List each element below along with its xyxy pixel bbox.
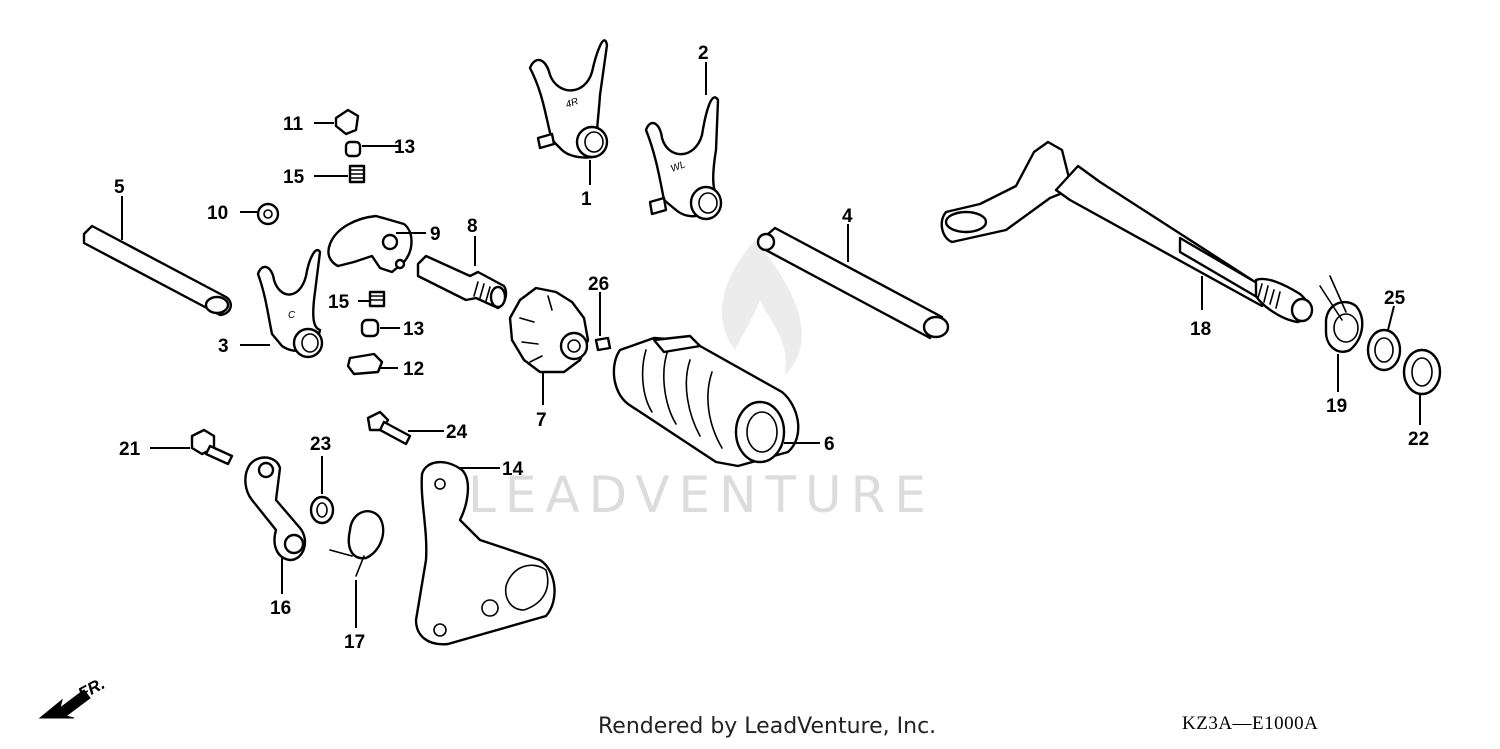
callout-6: 6 [824,434,835,455]
part-23-washer [309,495,335,525]
callout-14: 14 [502,459,524,480]
part-18-gearshift-spindle [940,140,1314,324]
callout-18: 18 [1190,319,1211,340]
part-2-shift-fork: WL [644,96,723,221]
part-21-bolt [190,428,234,466]
watermark-text: LEADVENTURE [468,466,935,524]
part-14-guide-plate [414,461,556,646]
part-26-dowel-pin [594,336,612,352]
callout-1: 1 [581,189,592,210]
part-13-collar-lower [360,318,380,338]
part-1-shift-fork: 4R [528,39,609,159]
leader-lines [121,62,1421,628]
part-3-shift-fork: C [256,249,324,359]
part-24-bolt [366,410,412,446]
callout-13-upper: 13 [394,137,415,158]
callout-8: 8 [467,216,478,237]
callout-19: 19 [1326,396,1347,417]
callout-22: 22 [1408,429,1429,450]
callout-16: 16 [270,598,291,619]
footer-credit: Rendered by LeadVenture, Inc. [598,714,937,739]
front-direction-indicator: FR. [38,674,108,719]
part-7-star-plate [508,286,590,374]
part-15-spring-upper [348,164,366,184]
part-19-return-spring [1319,275,1364,353]
part-17-spring [329,510,385,577]
part-9-stopper-plate [327,214,413,274]
part-25-collar [1366,328,1402,372]
watermark: LEADVENTURE [468,240,935,524]
callout-7: 7 [536,410,547,431]
callout-26: 26 [588,274,609,295]
callout-5: 5 [114,177,125,198]
part-22-washer [1402,348,1442,396]
callout-labels: 1 2 3 4 5 6 7 8 9 10 11 12 13 13 14 15 1… [114,43,1429,653]
fork-2-marking: WL [669,159,687,174]
callout-11: 11 [283,114,304,135]
callout-15-lower: 15 [328,292,350,313]
callout-9: 9 [430,224,441,245]
front-arrow-icon [38,689,91,719]
watermark-flame-icon [721,240,802,375]
callout-25: 25 [1384,288,1406,309]
callout-12: 12 [403,359,424,380]
fork-1-marking: 4R [564,96,580,111]
part-13-collar-upper [344,140,362,158]
part-8-pin [416,254,508,310]
callout-17: 17 [344,632,365,653]
callout-15-upper: 15 [283,167,305,188]
part-6-shift-drum [612,334,800,468]
callout-13-lower: 13 [403,319,424,340]
callout-23: 23 [310,434,331,455]
part-12-stopper [346,352,384,376]
callout-3: 3 [218,336,229,357]
part-10-bolt [256,202,280,226]
callout-10: 10 [207,203,228,224]
part-4-shaft [756,226,950,340]
callout-2: 2 [698,43,709,64]
fork-3-marking: C [288,310,296,321]
callout-21: 21 [119,439,141,460]
callout-24: 24 [446,422,468,443]
callout-4: 4 [842,206,853,227]
diagram-code: KZ3A—E1000A [1182,713,1319,734]
part-15-spring-lower [368,290,386,308]
part-11-stopper [334,108,360,136]
part-5-shaft [82,224,232,317]
part-16-stopper-arm [244,456,307,562]
